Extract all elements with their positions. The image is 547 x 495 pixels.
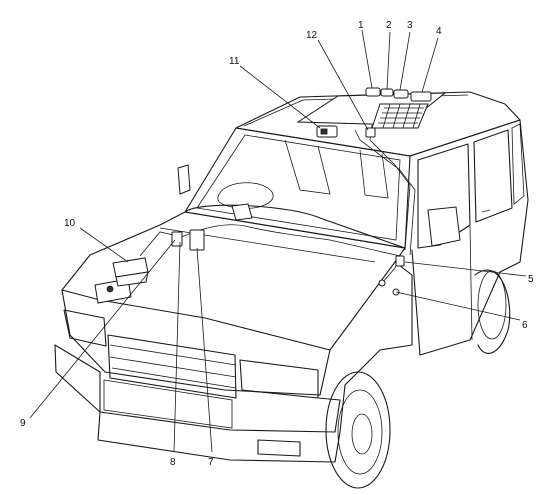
grille-slats: [109, 344, 237, 389]
callout-6: 6: [522, 320, 528, 331]
engine-control-box: [94, 257, 149, 304]
bumper-plate: [103, 379, 233, 429]
callout-4: 4: [436, 26, 442, 37]
front-fascia: [61, 289, 331, 396]
callout-7: 7: [208, 457, 214, 468]
callout-12: 12: [306, 30, 318, 41]
roof-speaker-grille: [371, 103, 429, 129]
callout-5: 5: [528, 274, 534, 285]
wiring-harness: [139, 124, 416, 284]
right-fender: [339, 261, 413, 433]
callout-8: 8: [170, 457, 176, 468]
roof-module-2: [380, 88, 394, 97]
callout-9: 9: [20, 418, 26, 429]
fog-light: [257, 439, 301, 457]
relay-7: [189, 229, 205, 251]
front-bumper: [54, 344, 341, 433]
rear-wheel: [474, 269, 511, 354]
bumper-lower: [54, 344, 101, 413]
hood: [61, 211, 406, 351]
dashboard: [184, 204, 406, 249]
callout-10: 10: [64, 218, 76, 229]
callout-2: 2: [386, 20, 392, 31]
roof-module-4: [410, 91, 432, 102]
door-lower-edge: [411, 249, 501, 356]
left-headlight: [63, 309, 107, 347]
right-side-body: [409, 119, 529, 273]
roof-module-3: [393, 89, 409, 99]
components: [94, 87, 432, 304]
front-wheel: [325, 371, 391, 489]
leader-lines: [29, 29, 527, 453]
harness-roof-to-pillar-2: [354, 129, 416, 256]
callout-labels: 1 2 3 4 5 6 7 8 9 10 11 12: [20, 20, 534, 468]
sensor-5: [395, 255, 405, 267]
side-mirror: [427, 206, 461, 247]
harness-roof-to-pillar: [369, 124, 411, 251]
interior-module-11-inner: [320, 128, 328, 135]
relay-8: [171, 231, 183, 247]
door-split: [469, 225, 473, 341]
seat-outline: [284, 139, 331, 195]
windshield-inner: [196, 134, 401, 241]
left-mirror: [177, 164, 191, 195]
connector-12: [365, 127, 376, 138]
front-air-dam: [97, 411, 341, 463]
dash-sensor: [231, 203, 253, 221]
grille: [107, 334, 237, 399]
seat-outline-2: [359, 149, 389, 199]
callout-3: 3: [407, 20, 413, 31]
rear-quarter-window: [511, 123, 525, 205]
callout-11: 11: [229, 56, 240, 67]
fender-connector: [378, 279, 386, 287]
rear-door-window: [473, 129, 513, 223]
roof-module-1: [365, 87, 381, 97]
callout-1: 1: [358, 20, 364, 31]
harness-dash: [174, 224, 401, 257]
door-handle: [481, 209, 491, 213]
